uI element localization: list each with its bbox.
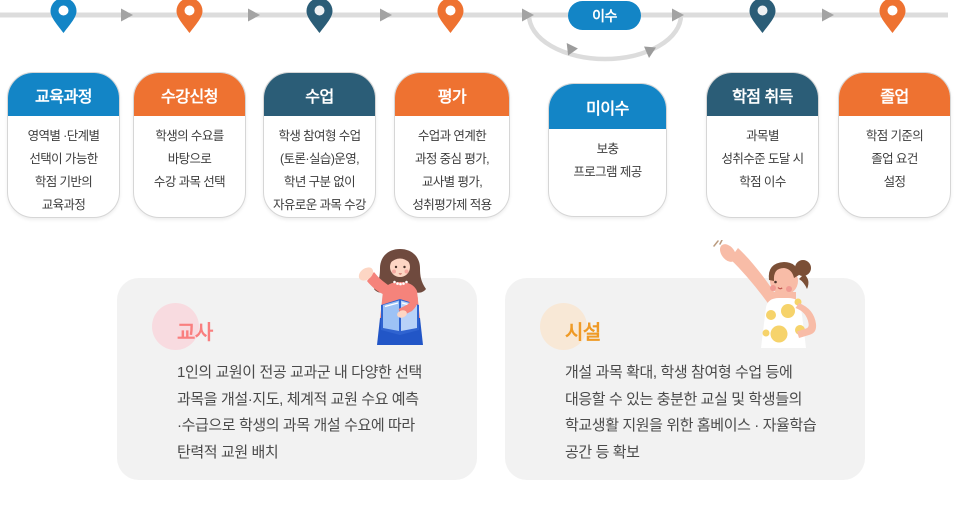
accent-circle	[152, 303, 199, 350]
map-pin-icon	[437, 0, 464, 33]
arrow-right-icon	[522, 8, 534, 22]
support-card-body: 1인의 교원이 전공 교과군 내 다양한 선택 과목을 개설·지도, 체계적 교…	[177, 364, 422, 461]
card-title: 수강신청	[134, 73, 245, 116]
arrow-right-icon	[380, 8, 392, 22]
pass-badge: 이수	[568, 1, 641, 30]
map-pin-icon	[306, 0, 333, 33]
pin-row	[50, 0, 906, 33]
process-card-registration: 수강신청 학생의 수요를 바탕으로 수강 과목 선택	[133, 72, 246, 218]
process-card-evaluation: 평가 수업과 연계한 과정 중심 평가, 교사별 평가, 성취평가제 적용	[394, 72, 510, 218]
card-title: 수업	[264, 73, 375, 116]
arrow-right-icon	[121, 8, 133, 22]
map-pin-icon	[749, 0, 776, 33]
card-body: 과목별 성취수준 도달 시 학점 이수	[721, 129, 804, 189]
card-body: 학생 참여형 수업 (토론·실습)운영, 학년 구분 없이 자유로운 과목 수강	[273, 129, 367, 212]
card-body: 영역별 ·단계별 선택이 가능한 학점 기반의 교육과정	[27, 129, 100, 212]
timeline	[0, 0, 948, 62]
support-card-title: 교사	[177, 322, 213, 344]
card-body: 학생의 수요를 바탕으로 수강 과목 선택	[153, 129, 226, 189]
card-title: 평가	[395, 73, 509, 116]
arrow-right-icon	[822, 8, 834, 22]
process-card-incomplete: 미이수 보충 프로그램 제공	[548, 83, 667, 217]
support-card-title: 시설	[565, 322, 601, 344]
card-body: 보충 프로그램 제공	[573, 142, 642, 179]
card-title: 학점 취득	[707, 73, 818, 116]
student-illustration	[713, 240, 817, 348]
card-body: 수업과 연계한 과정 중심 평가, 교사별 평가, 성취평가제 적용	[412, 129, 492, 212]
process-card-curriculum: 교육과정 영역별 ·단계별 선택이 가능한 학점 기반의 교육과정	[7, 72, 120, 218]
accent-circle	[540, 303, 587, 350]
loop-arrow-icon	[526, 14, 684, 62]
card-title: 교육과정	[8, 73, 119, 116]
map-pin-icon	[879, 0, 906, 33]
process-card-class: 수업 학생 참여형 수업 (토론·실습)운영, 학년 구분 없이 자유로운 과목…	[263, 72, 376, 218]
support-card-body: 개설 과목 확대, 학생 참여형 수업 등에 대응할 수 있는 충분한 교실 및…	[565, 364, 817, 461]
arrow-right-icon	[672, 8, 684, 22]
map-pin-icon	[50, 0, 77, 33]
teacher-illustration	[358, 249, 426, 345]
process-card-graduation: 졸업 학점 기준의 졸업 요건 설정	[838, 72, 951, 218]
card-title: 미이수	[549, 84, 666, 129]
card-body: 학점 기준의 졸업 요건 설정	[865, 129, 924, 189]
card-title: 졸업	[839, 73, 950, 116]
process-card-credit: 학점 취득 과목별 성취수준 도달 시 학점 이수	[706, 72, 819, 218]
arrow-right-icon	[248, 8, 260, 22]
map-pin-icon	[176, 0, 203, 33]
